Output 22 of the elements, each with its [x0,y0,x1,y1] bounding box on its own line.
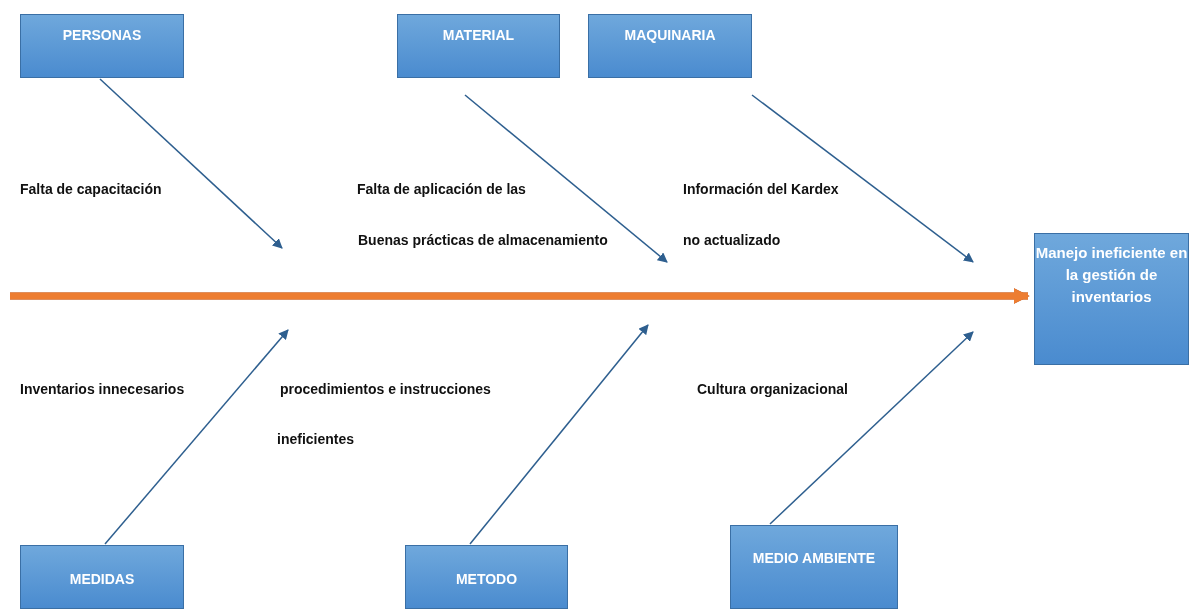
cause-text: Cultura organizacional [697,381,848,397]
cause-text: procedimientos e instrucciones [280,381,491,397]
cause-text: Información del Kardex [683,181,839,197]
cause-text: Falta de capacitación [20,181,162,197]
cause-category-box: MAQUINARIA [588,14,752,78]
arrow [769,331,974,525]
arrow [104,329,289,545]
cause-text: ineficientes [277,431,355,447]
arrow [469,324,649,545]
cause-category-box: MATERIAL [397,14,560,78]
cause-category-box: PERSONAS [20,14,184,78]
cause-text: Buenas prácticas de almacenamiento [358,232,608,248]
cause-text: Falta de aplicación de las [357,181,526,197]
arrow [99,78,283,249]
cause-category-box: METODO [405,545,568,609]
effect-box: Manejo ineficiente en la gestión de inventarios [1034,233,1189,365]
cause-category-box: MEDIO AMBIENTE [730,525,898,609]
cause-text: Inventarios innecesarios [20,381,185,397]
cause-category-box: MEDIDAS [20,545,184,609]
arrow [464,94,668,263]
cause-text: no actualizado [683,232,781,248]
arrow [751,94,974,263]
